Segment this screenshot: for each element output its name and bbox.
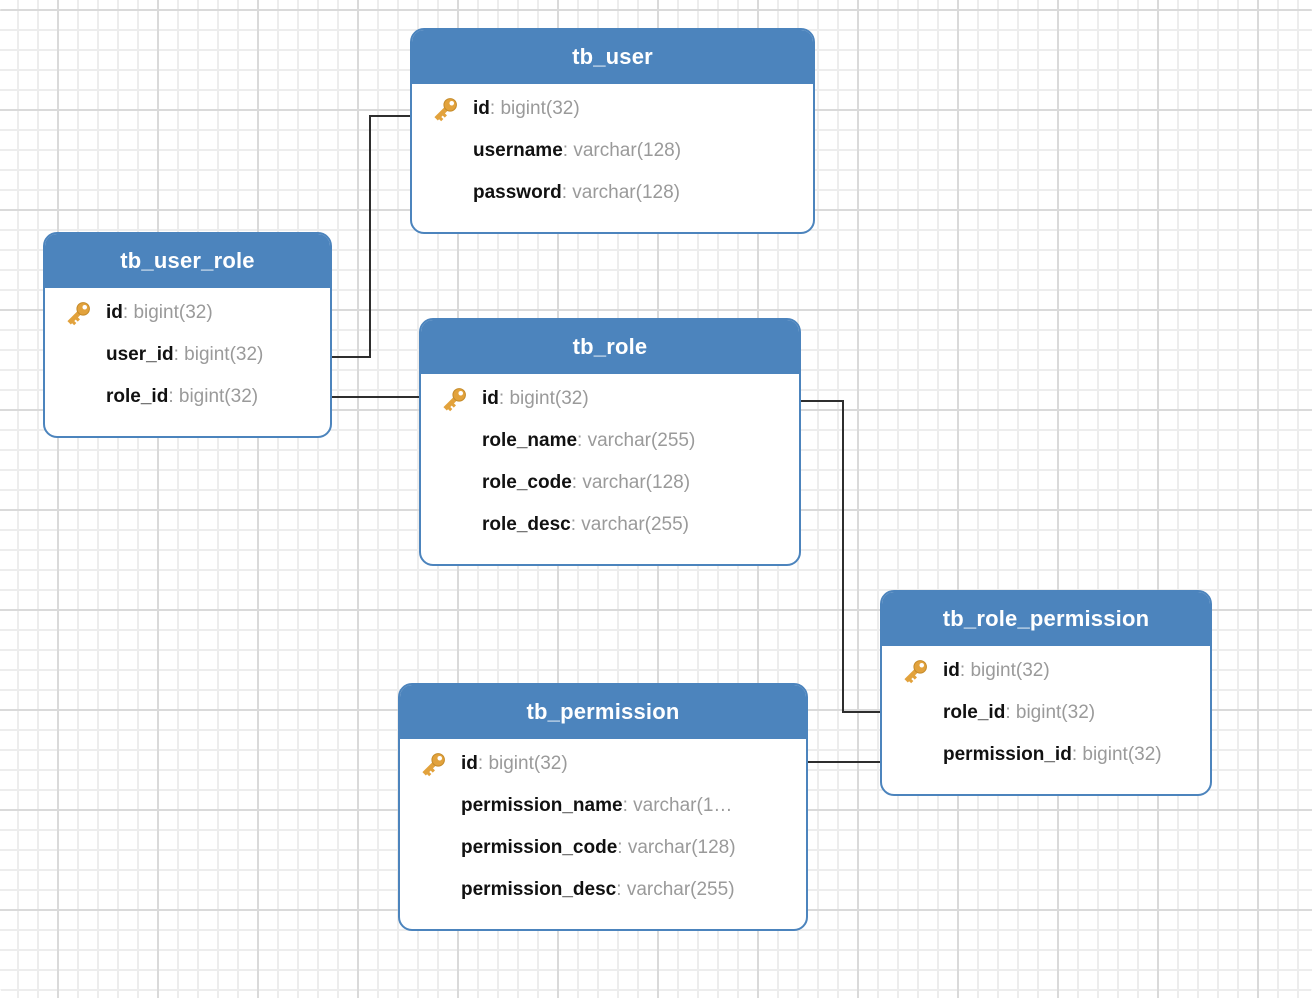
field-name: permission_name — [461, 795, 623, 816]
field-type: bigint(32) — [1082, 744, 1162, 765]
table-field-list: id: bigint(32)role_id: bigint(32)permiss… — [882, 646, 1210, 794]
field-row[interactable]: role_code: varchar(128) — [421, 462, 799, 504]
field-row[interactable]: role_desc: varchar(255) — [421, 504, 799, 546]
field-name: password — [473, 182, 562, 203]
field-type: varchar(1… — [633, 795, 733, 816]
field-separator: : — [1005, 702, 1016, 723]
field-row[interactable]: role_id: bigint(32) — [882, 692, 1210, 734]
field-row[interactable]: permission_id: bigint(32) — [882, 734, 1210, 776]
field-row[interactable]: role_name: varchar(255) — [421, 420, 799, 462]
field-name: role_id — [943, 702, 1006, 723]
table-tb-user[interactable]: tb_user id: bigint(32)username: varchar(… — [410, 28, 815, 234]
field-separator: : — [622, 795, 634, 816]
field-type: bigint(32) — [1015, 702, 1096, 723]
field-separator: : — [577, 430, 588, 451]
field-name: role_id — [106, 386, 169, 407]
field-row[interactable]: id: bigint(32) — [882, 650, 1210, 692]
field-separator: : — [562, 140, 574, 161]
field-name: permission_desc — [461, 879, 617, 900]
field-type: varchar(255) — [626, 879, 735, 900]
field-type: bigint(32) — [184, 344, 264, 365]
field-name: role_code — [482, 472, 572, 493]
primary-key-icon — [902, 658, 943, 685]
table-tb-role-permission[interactable]: tb_role_permission id: bigint(32)role_id… — [880, 590, 1212, 796]
field-separator: : — [173, 344, 185, 365]
field-separator: : — [498, 388, 510, 409]
field-row[interactable]: id: bigint(32) — [421, 378, 799, 420]
field-row[interactable]: username: varchar(128) — [412, 130, 813, 172]
field-row[interactable]: id: bigint(32) — [45, 292, 330, 334]
field-type: varchar(128) — [582, 472, 691, 493]
field-type: varchar(255) — [587, 430, 696, 451]
field-row[interactable]: permission_code: varchar(128) — [400, 827, 806, 869]
field-row[interactable]: id: bigint(32) — [412, 88, 813, 130]
primary-key-icon — [432, 96, 473, 123]
table-field-list: id: bigint(32)user_id: bigint(32)role_id… — [45, 288, 330, 436]
field-row[interactable]: password: varchar(128) — [412, 172, 813, 214]
field-name: role_desc — [482, 514, 571, 535]
field-separator: : — [168, 386, 179, 407]
table-title[interactable]: tb_permission — [400, 685, 806, 739]
table-title[interactable]: tb_user_role — [45, 234, 330, 288]
relation-tb_user_role-user_id-to-tb_user-id[interactable] — [332, 115, 410, 358]
field-name: permission_id — [943, 744, 1072, 765]
field-type: bigint(32) — [970, 660, 1050, 681]
table-field-list: id: bigint(32)permission_name: varchar(1… — [400, 739, 806, 929]
field-name: id — [106, 302, 123, 323]
field-row[interactable]: user_id: bigint(32) — [45, 334, 330, 376]
field-name: username — [473, 140, 563, 161]
field-separator: : — [959, 660, 971, 681]
field-row[interactable]: id: bigint(32) — [400, 743, 806, 785]
table-field-list: id: bigint(32)username: varchar(128)pass… — [412, 84, 813, 232]
table-title[interactable]: tb_role_permission — [882, 592, 1210, 646]
field-row[interactable]: permission_name: varchar(1… — [400, 785, 806, 827]
field-name: id — [943, 660, 960, 681]
field-separator: : — [570, 514, 582, 535]
field-type: varchar(128) — [572, 182, 680, 203]
field-type: bigint(32) — [509, 388, 589, 409]
field-name: user_id — [106, 344, 174, 365]
field-separator: : — [561, 182, 573, 203]
field-separator: : — [616, 879, 627, 900]
field-type: varchar(128) — [627, 837, 736, 858]
field-type: varchar(128) — [573, 140, 682, 161]
field-type: bigint(32) — [178, 386, 259, 407]
field-separator: : — [1071, 744, 1083, 765]
field-separator: : — [571, 472, 583, 493]
field-name: id — [482, 388, 499, 409]
table-title[interactable]: tb_role — [421, 320, 799, 374]
table-tb-permission[interactable]: tb_permission id: bigint(32)permission_n… — [398, 683, 808, 931]
field-type: bigint(32) — [500, 98, 580, 119]
table-field-list: id: bigint(32)role_name: varchar(255)rol… — [421, 374, 799, 564]
primary-key-icon — [420, 751, 461, 778]
field-name: id — [461, 753, 478, 774]
field-row[interactable]: permission_desc: varchar(255) — [400, 869, 806, 911]
field-separator: : — [477, 753, 489, 774]
table-tb-user-role[interactable]: tb_user_role id: bigint(32)user_id: bigi… — [43, 232, 332, 438]
table-title[interactable]: tb_user — [412, 30, 813, 84]
primary-key-icon — [65, 300, 106, 327]
field-type: bigint(32) — [133, 302, 213, 323]
relation-tb_role-id-to-tb_role_permission-role_id[interactable] — [801, 400, 880, 713]
field-name: role_name — [482, 430, 578, 451]
field-row[interactable]: role_id: bigint(32) — [45, 376, 330, 418]
field-separator: : — [489, 98, 501, 119]
field-name: permission_code — [461, 837, 618, 858]
field-separator: : — [122, 302, 134, 323]
field-name: id — [473, 98, 490, 119]
field-type: varchar(255) — [581, 514, 690, 535]
primary-key-icon — [441, 386, 482, 413]
field-type: bigint(32) — [488, 753, 568, 774]
field-separator: : — [617, 837, 628, 858]
table-tb-role[interactable]: tb_role id: bigint(32)role_name: varchar… — [419, 318, 801, 566]
